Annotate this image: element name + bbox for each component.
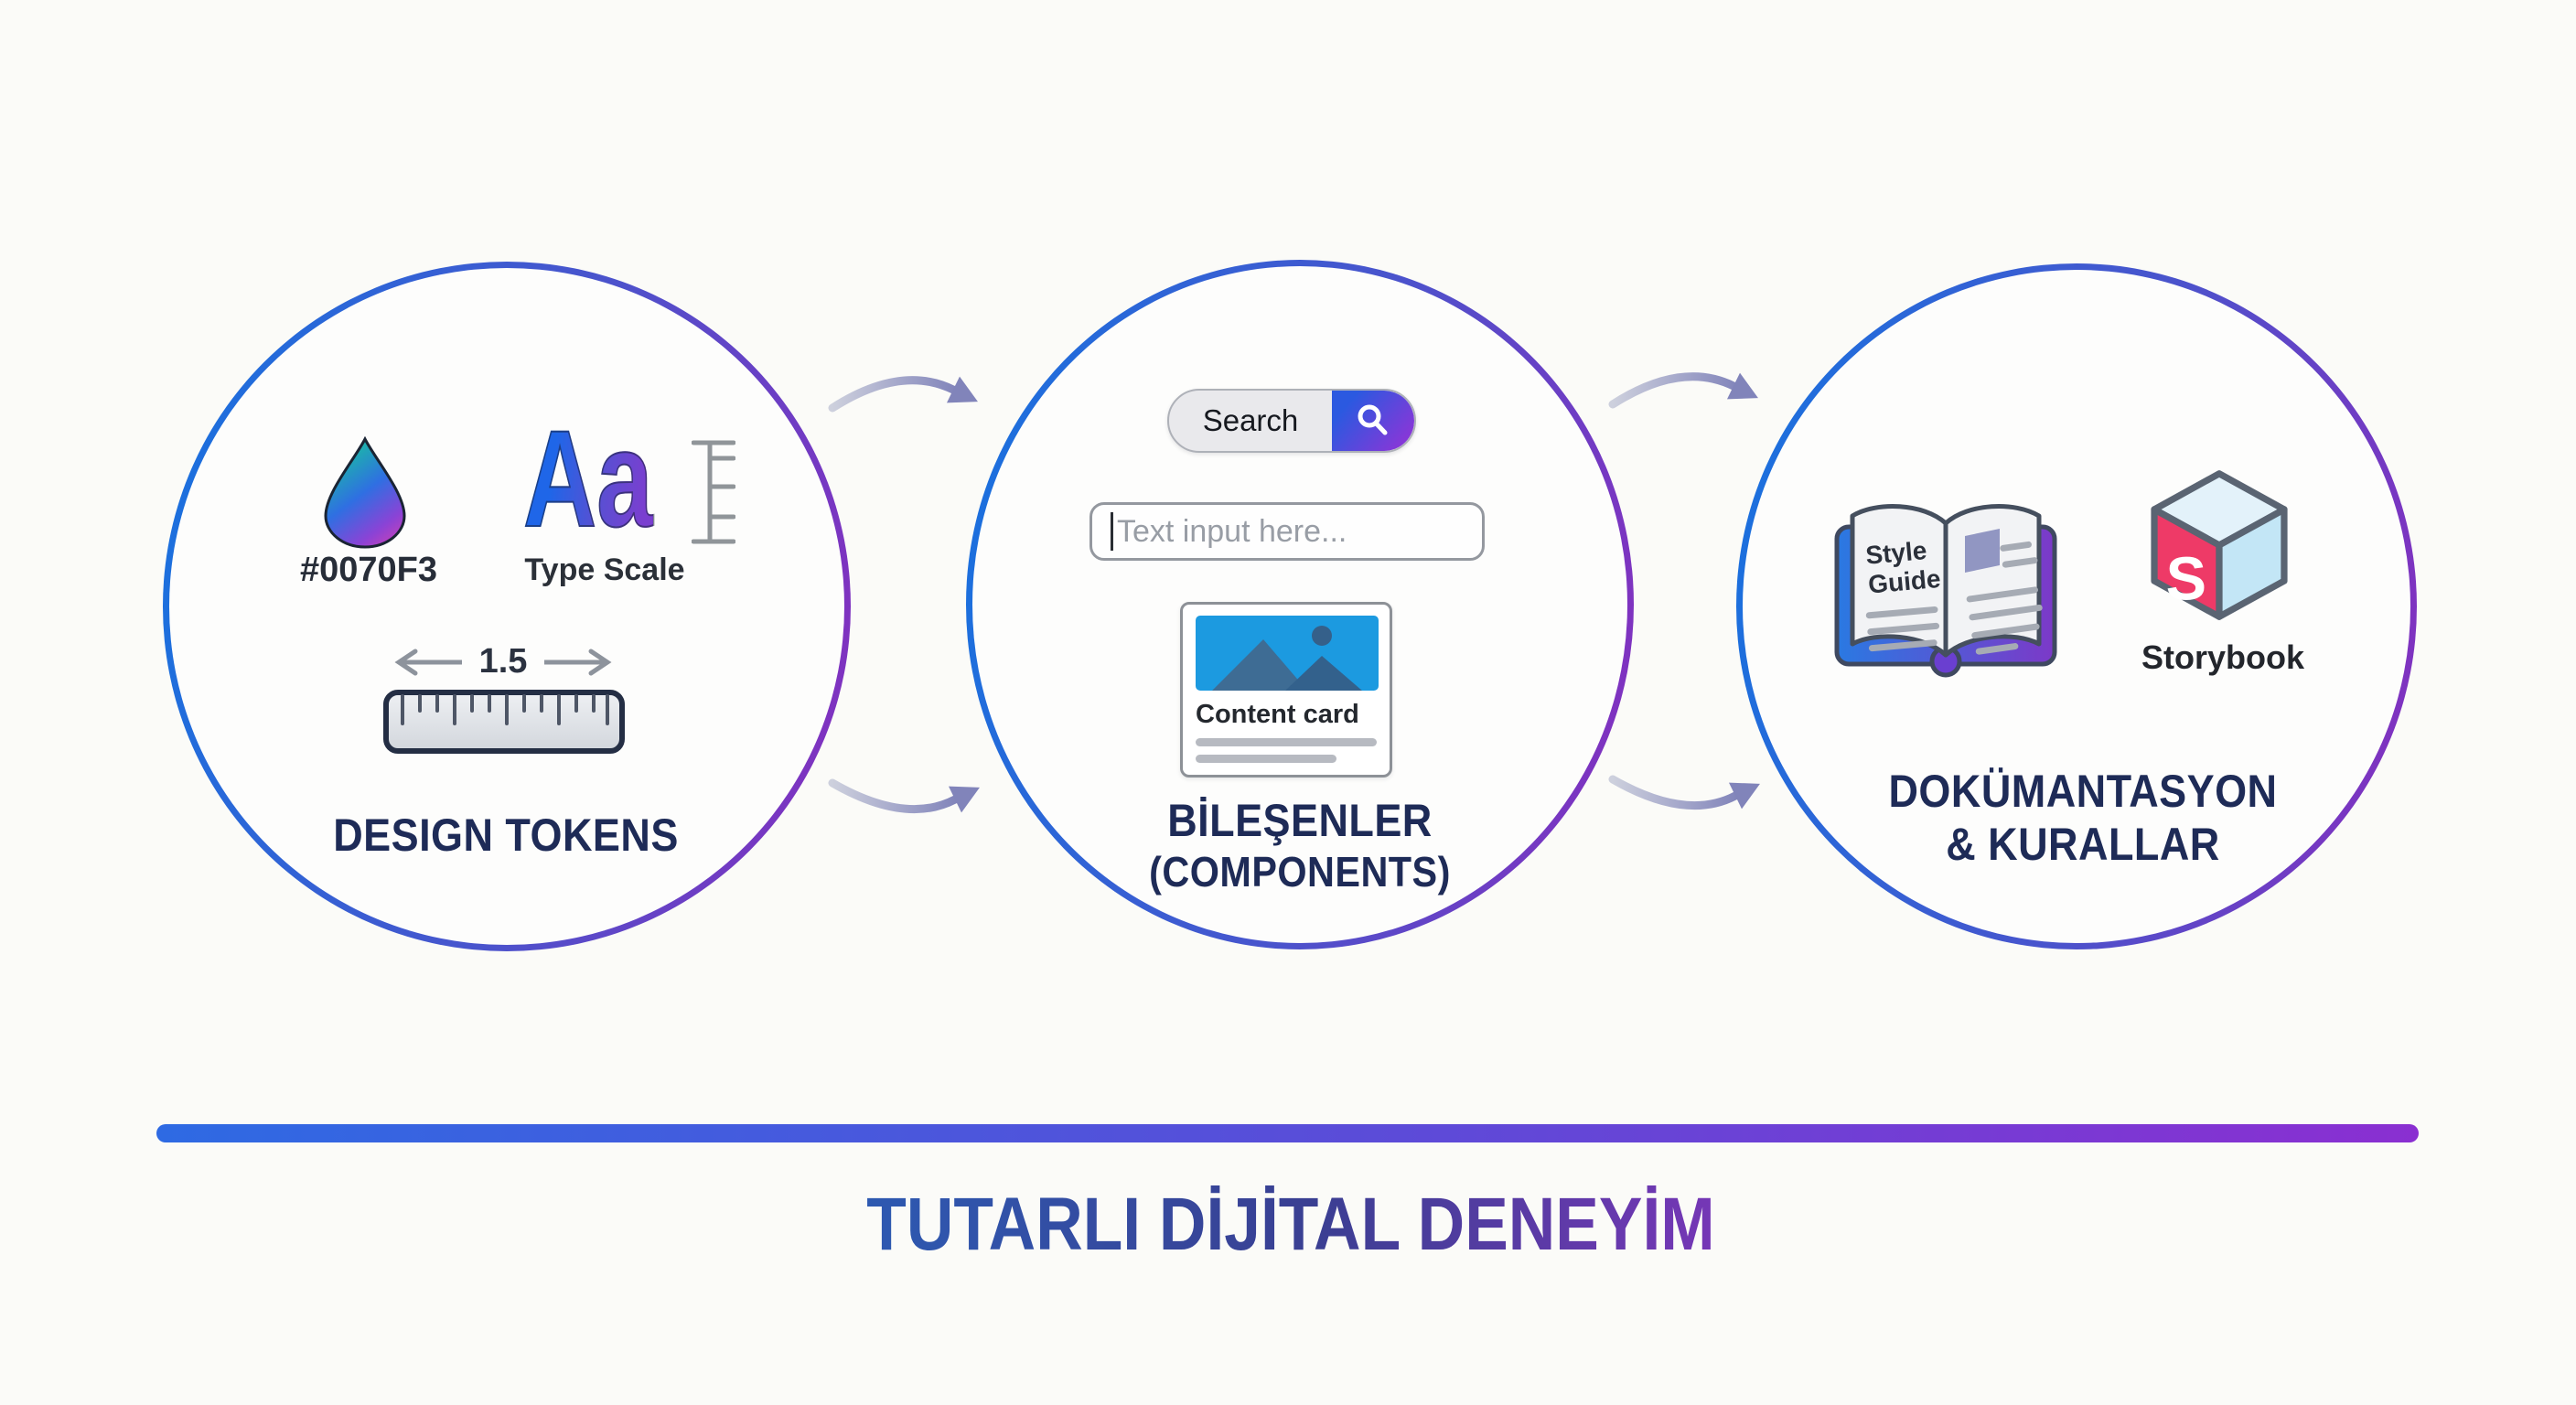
circle2-title: BİLEŞENLER	[1167, 795, 1433, 846]
circle2-subtitle: (COMPONENTS)	[1149, 848, 1451, 896]
arrow-components-to-docs-bottom	[1608, 775, 1740, 810]
arrowhead-icon	[1728, 782, 1760, 810]
circle-design-tokens	[163, 262, 851, 951]
arrowhead-icon	[948, 786, 980, 813]
book-text-guide: Guide	[1867, 564, 1942, 599]
storybook-cube-letter: S	[2166, 545, 2206, 613]
card-image-placeholder	[1196, 616, 1379, 691]
arrow-tokens-to-components-top	[828, 376, 958, 413]
circle1-title: DESIGN TOKENS	[333, 810, 679, 861]
content-card: Content card	[1180, 602, 1392, 778]
circle-components	[966, 260, 1634, 949]
arrow-tokens-to-components-bottom	[828, 778, 960, 814]
circle-design-tokens-fill	[169, 268, 844, 945]
type-scale-ruler-icon	[692, 440, 735, 544]
text-input-field[interactable]: Text input here...	[1089, 502, 1485, 561]
spacing-value: 1.5	[462, 642, 544, 681]
book-text-style: Style	[1864, 536, 1927, 570]
text-input-placeholder: Text input here...	[1117, 513, 1347, 549]
text-cursor	[1111, 512, 1113, 551]
type-scale-sample: Aa	[522, 402, 653, 555]
arrowhead-icon	[946, 376, 978, 403]
color-token-hex: #0070F3	[299, 551, 437, 589]
search-icon	[1358, 404, 1388, 435]
card-text-line	[1196, 755, 1336, 763]
style-guide-book-icon: Style Guide	[1834, 504, 2057, 678]
storybook-cube-icon: S	[2151, 470, 2288, 620]
type-scale-label: Type Scale	[524, 552, 685, 587]
circle3-title-line2: & KURALLAR	[1946, 819, 2220, 870]
footer-gradient-bar	[156, 1124, 2419, 1142]
arrowhead-icon	[1726, 372, 1758, 400]
footer-title: TUTARLI DİJİTAL DENEYİM	[734, 1182, 1848, 1268]
search-button[interactable]	[1332, 391, 1414, 451]
arrow-components-to-docs-top	[1608, 372, 1738, 409]
ruler-icon	[383, 690, 625, 754]
circle3-title-line1: DOKÜMANTASYON	[1888, 766, 2278, 817]
card-text-line	[1196, 738, 1377, 746]
storybook-label: Storybook	[2141, 638, 2304, 676]
search-bar[interactable]: Search	[1167, 389, 1416, 453]
image-icon	[1212, 626, 1362, 691]
search-label: Search	[1202, 403, 1299, 437]
color-droplet-icon	[324, 435, 406, 549]
card-label: Content card	[1196, 700, 1359, 729]
